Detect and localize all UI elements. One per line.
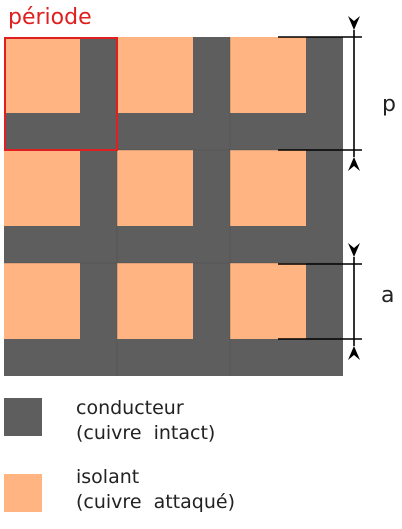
legend-insulator-line1: isolant [76,466,140,488]
legend-conductor-text: conducteur (cuivre intact) [76,396,215,446]
insulator-swatch [4,474,42,512]
dimension-a [278,243,362,360]
insulator-pad [117,37,193,113]
legend-conductor [4,398,42,436]
period-label: période [8,5,92,30]
insulator-pad [230,150,306,226]
insulator-pad [4,263,80,339]
copper-grid-diagram: période p a [4,5,396,376]
insulator-pad [117,150,193,226]
legend-insulator-text: isolant (cuivre attaqué) [76,465,235,515]
insulator-pads [4,37,306,339]
legend-insulator [4,474,42,512]
conductor-swatch [4,398,42,436]
legend-conductor-line1: conducteur [76,397,184,419]
legend-conductor-line2: (cuivre intact) [76,422,216,444]
insulator-pad [117,263,193,339]
legend-insulator-line2: (cuivre attaqué) [76,491,235,513]
insulator-pad [4,37,80,113]
dimension-a-label: a [381,283,394,308]
insulator-pad [230,263,306,339]
period-cell-outline [4,37,118,151]
dimension-p [278,16,362,171]
dimension-p-label: p [382,92,396,117]
insulator-pad [4,150,80,226]
insulator-pad [230,37,306,113]
